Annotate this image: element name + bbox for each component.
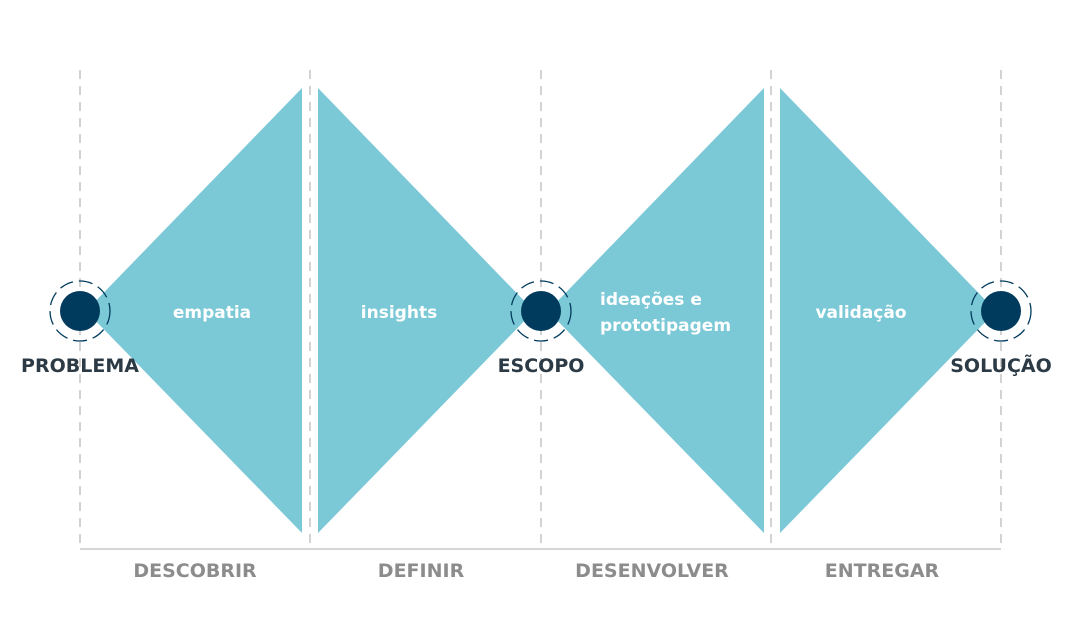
node-ring xyxy=(510,280,572,342)
phase-label-descobrir: DESCOBRIR xyxy=(133,560,257,582)
triangle-label-empatia: empatia xyxy=(173,303,251,323)
phase-label-entregar: ENTREGAR xyxy=(825,560,940,582)
node-ring xyxy=(970,280,1032,342)
node-label-solucao: SOLUÇÃO xyxy=(950,353,1052,377)
triangle-deliver xyxy=(780,88,996,533)
triangle-develop xyxy=(548,88,764,533)
triangle-discover xyxy=(86,88,302,533)
triangle-define xyxy=(318,88,534,533)
triangle-label-insights: insights xyxy=(361,303,437,323)
node-problema xyxy=(49,280,111,342)
node-label-escopo: ESCOPO xyxy=(498,355,585,377)
triangle-label-ideacoes-line-2: prototipagem xyxy=(600,316,731,336)
node-dot xyxy=(981,291,1021,331)
node-label-problema: PROBLEMA xyxy=(21,355,139,377)
phase-label-desenvolver: DESENVOLVER xyxy=(575,560,729,582)
triangle-label-validacao: validação xyxy=(815,303,906,323)
node-dot xyxy=(60,291,100,331)
phase-label-definir: DEFINIR xyxy=(378,560,465,582)
node-dot xyxy=(521,291,561,331)
node-ring xyxy=(49,280,111,342)
triangles xyxy=(86,88,996,533)
triangle-label-ideacoes-line-1: ideações e xyxy=(600,290,702,310)
node-escopo xyxy=(510,280,572,342)
node-solucao xyxy=(970,280,1032,342)
